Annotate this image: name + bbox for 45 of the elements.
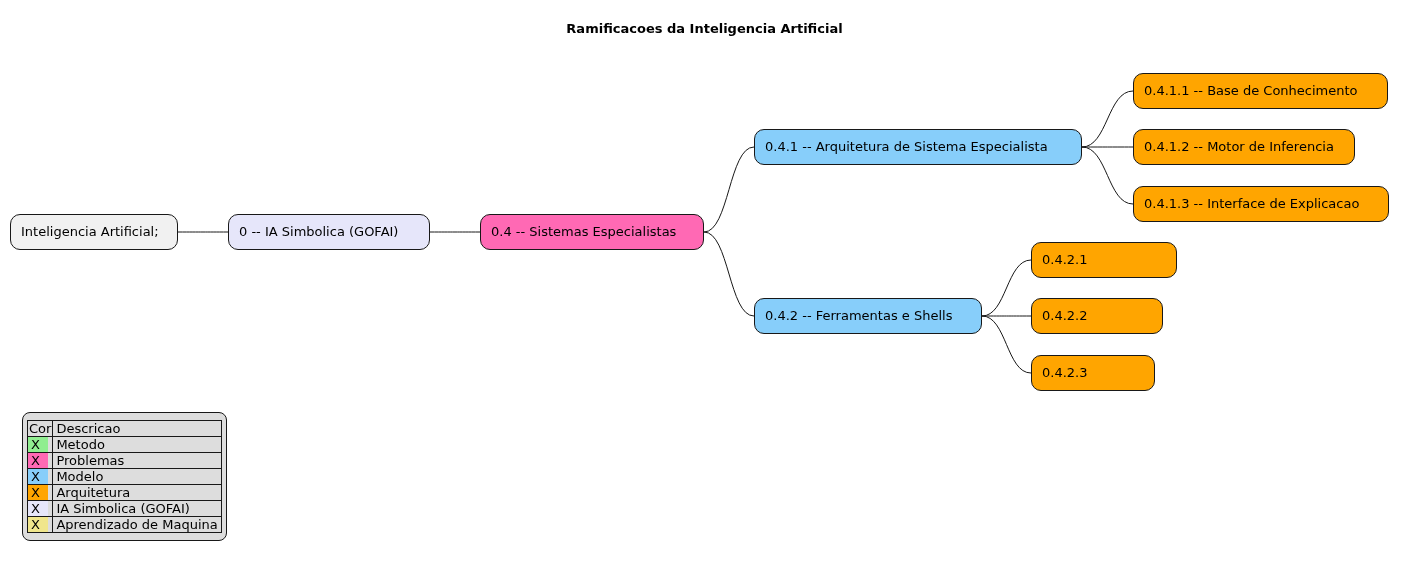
connector-line <box>177 231 229 233</box>
legend-text: IA Simbolica (GOFAI) <box>56 501 190 516</box>
diagram-title: Ramificacoes da Inteligencia Artificial <box>565 20 844 38</box>
connector-line <box>981 315 1032 374</box>
topic-box <box>754 129 1082 165</box>
topic-text: 0.4.1.2 -- Motor de Inferencia <box>1144 138 1334 157</box>
legend-swatch: X <box>28 501 48 516</box>
legend-text: Metodo <box>56 437 105 452</box>
topic-text: 0.4 -- Sistemas Especialistas <box>491 223 677 242</box>
topic-box <box>754 298 982 334</box>
legend-swatch: X <box>28 517 48 532</box>
legend-header: Descricao <box>56 421 121 436</box>
topic-text: 0.4.2.2 <box>1042 307 1088 326</box>
connector-line <box>703 231 755 317</box>
connector-line <box>1081 146 1134 148</box>
topic-box <box>1133 186 1389 222</box>
legend-header: Cor <box>29 421 52 436</box>
legend-text: Problemas <box>56 453 125 468</box>
legend-swatch: X <box>28 453 48 468</box>
legend-text: Modelo <box>56 469 104 484</box>
connector-line <box>981 315 1032 317</box>
topic-box <box>480 214 704 250</box>
topic-box <box>1031 355 1155 391</box>
topic-text: 0.4.1.3 -- Interface de Explicacao <box>1144 195 1360 214</box>
connector-line <box>1081 146 1134 205</box>
topic-text: Inteligencia Artificial; <box>21 223 159 242</box>
topic-text: 0.4.1.1 -- Base de Conhecimento <box>1144 82 1358 101</box>
topic-text: 0.4.2.1 <box>1042 251 1088 270</box>
legend-text: Arquitetura <box>56 485 131 500</box>
topic-text: 0.4.1 -- Arquitetura de Sistema Especialista <box>765 138 1048 157</box>
topic-text: 0.4.2 -- Ferramentas e Shells <box>765 307 953 326</box>
topic-box <box>1133 73 1388 109</box>
topic-box <box>10 214 178 250</box>
connector-line <box>703 146 755 233</box>
topic-text: 0 -- IA Simbolica (GOFAI) <box>239 223 399 242</box>
legend-swatch: X <box>28 437 48 452</box>
topic-box <box>228 214 430 250</box>
topic-box <box>1031 242 1177 278</box>
topic-text: 0.4.2.3 <box>1042 364 1088 383</box>
topic-box <box>1133 129 1355 165</box>
topic-box <box>1031 298 1163 334</box>
legend-text: Aprendizado de Maquina <box>56 517 218 532</box>
legend-swatch: X <box>28 485 48 500</box>
legend-swatch: X <box>28 469 48 484</box>
connector-line <box>429 231 481 233</box>
